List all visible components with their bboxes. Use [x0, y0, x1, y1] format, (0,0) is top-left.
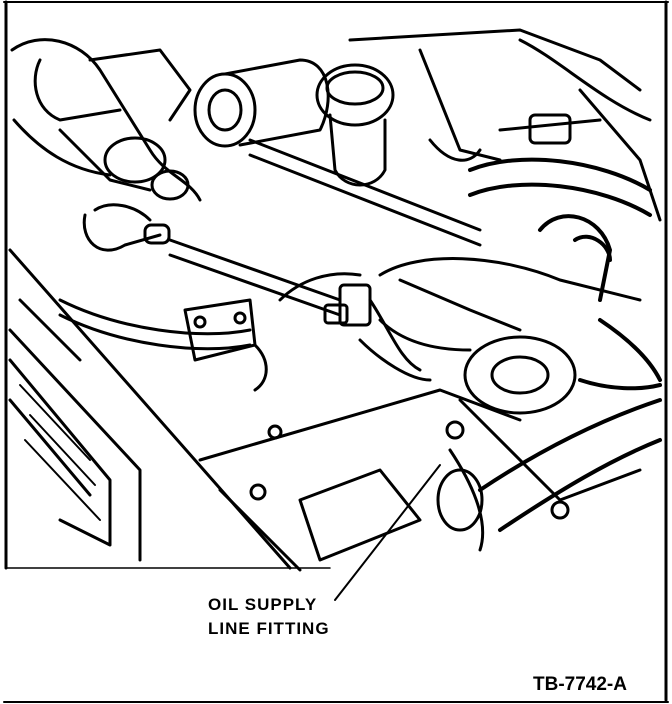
- upper-left-components: [10, 38, 202, 252]
- callout-line-1: OIL SUPPLY: [208, 595, 318, 614]
- fender-panel: [8, 248, 292, 570]
- callout-leader: [334, 464, 441, 601]
- frame-border: [3, 0, 669, 703]
- oil-filler-cap: [315, 63, 395, 187]
- figure-id: TB-7742-A: [533, 674, 627, 695]
- hand-with-wrench: [323, 257, 642, 382]
- callout-label: OIL SUPPLY LINE FITTING: [208, 593, 330, 641]
- injector-pump: [198, 335, 642, 572]
- fender-hatching: [19, 384, 101, 521]
- right-hose: [468, 157, 652, 302]
- mounting-bracket: [183, 298, 268, 392]
- callout-line-2: LINE FITTING: [208, 619, 330, 638]
- fuel-lines: [58, 138, 482, 351]
- upper-right-manifold: [348, 28, 662, 222]
- air-cleaner: [193, 58, 330, 148]
- lower-right-hoses: [478, 318, 662, 532]
